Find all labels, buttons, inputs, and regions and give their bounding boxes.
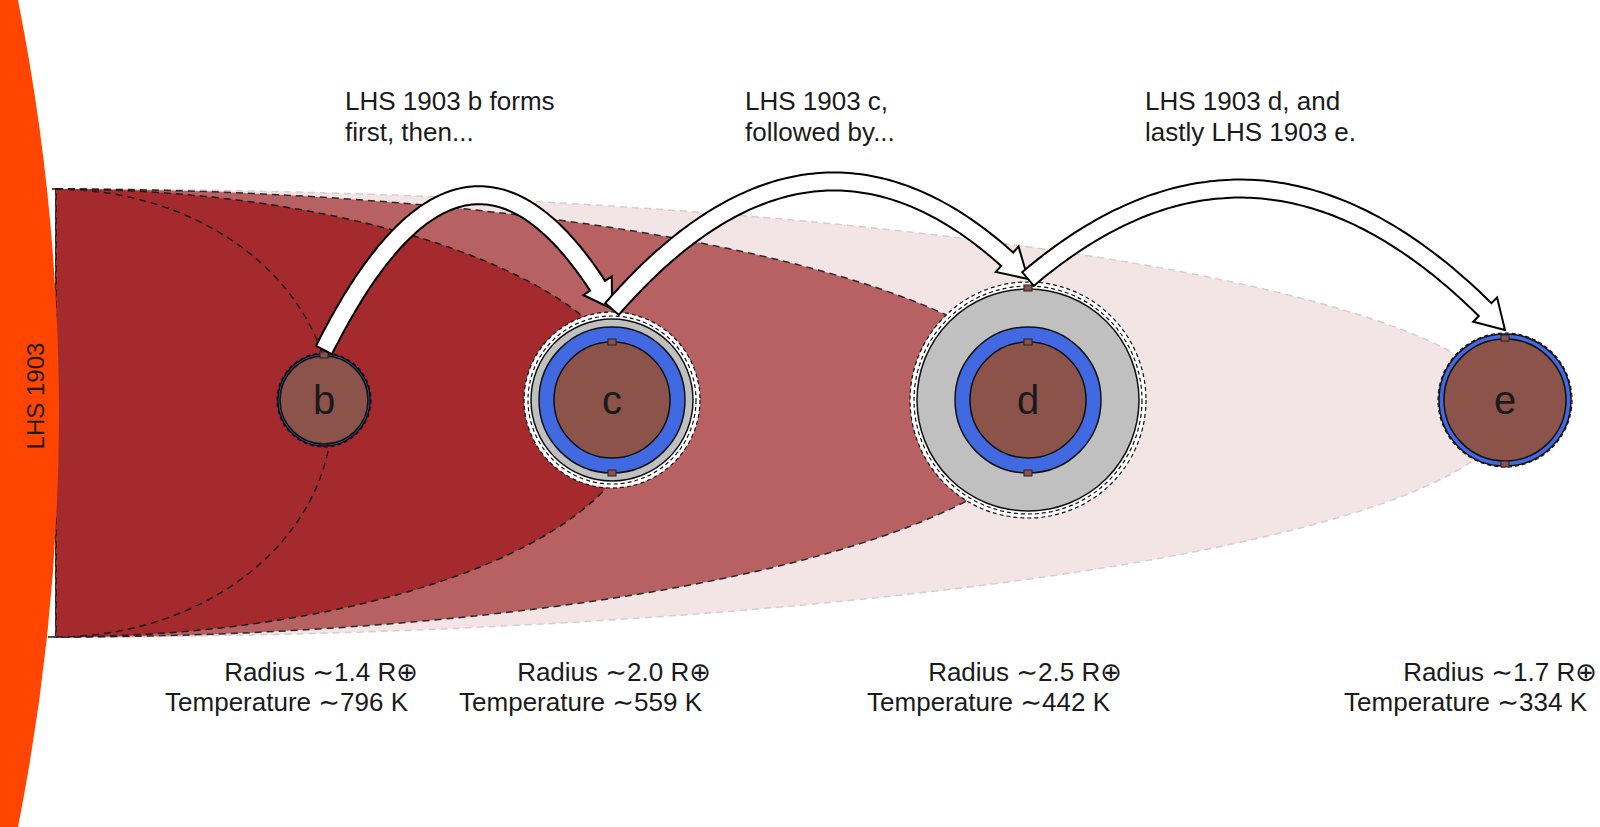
planet-letter: e — [1494, 378, 1516, 422]
gas-envelope — [531, 319, 693, 481]
water-layer — [278, 354, 370, 446]
formation-arrow — [1022, 180, 1505, 330]
planet-circle: e — [1435, 330, 1575, 470]
star-surface — [0, 0, 59, 827]
layer-marker — [608, 339, 616, 345]
formation-step-label: LHS 1903 b forms first, then... — [345, 86, 585, 148]
envelope-boundary — [528, 316, 696, 484]
formation-step-label: LHS 1903 c, followed by... — [745, 86, 945, 148]
planet-label-box: e — [1435, 330, 1575, 470]
water-layer — [539, 327, 685, 473]
envelope-boundary — [524, 312, 700, 488]
planet-circle: b — [274, 350, 374, 450]
planet-letter: c — [602, 378, 622, 422]
layer-marker — [1024, 470, 1032, 476]
water-layer — [1439, 334, 1571, 466]
envelope-boundary — [1438, 333, 1572, 467]
planet-label-box: b — [274, 350, 374, 450]
envelope-boundary — [914, 286, 1142, 514]
planet-property: Radius ∼2.0 R⊕ — [517, 657, 711, 687]
star-body: LHS 1903 — [0, 0, 62, 827]
planet-circle: c — [521, 309, 703, 491]
layer-marker — [1501, 461, 1509, 467]
formation-region-d — [56, 189, 1046, 637]
formation-region-e — [56, 189, 1506, 637]
planet-property: Temperature ∼559 K — [459, 687, 702, 717]
rocky-core — [970, 342, 1086, 458]
layer-marker — [320, 352, 328, 358]
formation-arrow — [605, 173, 1028, 315]
envelope-boundary — [910, 282, 1146, 518]
planet-letter: d — [1017, 378, 1039, 422]
planet-property: Temperature ∼334 K — [1344, 687, 1587, 717]
star-name: LHS 1903 — [22, 343, 50, 450]
rocky-core — [280, 356, 368, 444]
planet-letter: b — [313, 378, 335, 422]
gas-envelope — [917, 289, 1139, 511]
planet-label-box: d — [907, 279, 1149, 521]
rocky-core — [554, 342, 670, 458]
formation-arrow — [316, 186, 612, 354]
planet-property: Radius ∼2.5 R⊕ — [928, 657, 1122, 687]
planet-property: Temperature ∼796 K — [165, 687, 408, 717]
layer-marker — [608, 470, 616, 476]
envelope-boundary — [277, 353, 371, 447]
layer-marker — [1024, 285, 1032, 291]
layer-marker — [1024, 339, 1032, 345]
rocky-core — [1444, 339, 1566, 461]
layer-marker — [1501, 335, 1509, 341]
planet-property: Radius ∼1.7 R⊕ — [1403, 657, 1597, 687]
formation-step-label: LHS 1903 d, and lastly LHS 1903 e. — [1145, 86, 1385, 148]
water-layer — [955, 327, 1101, 473]
planet-circle: d — [907, 279, 1149, 521]
planet-property: Temperature ∼442 K — [867, 687, 1110, 717]
planet-label-box: c — [521, 309, 703, 491]
planet-property: Radius ∼1.4 R⊕ — [224, 657, 418, 687]
